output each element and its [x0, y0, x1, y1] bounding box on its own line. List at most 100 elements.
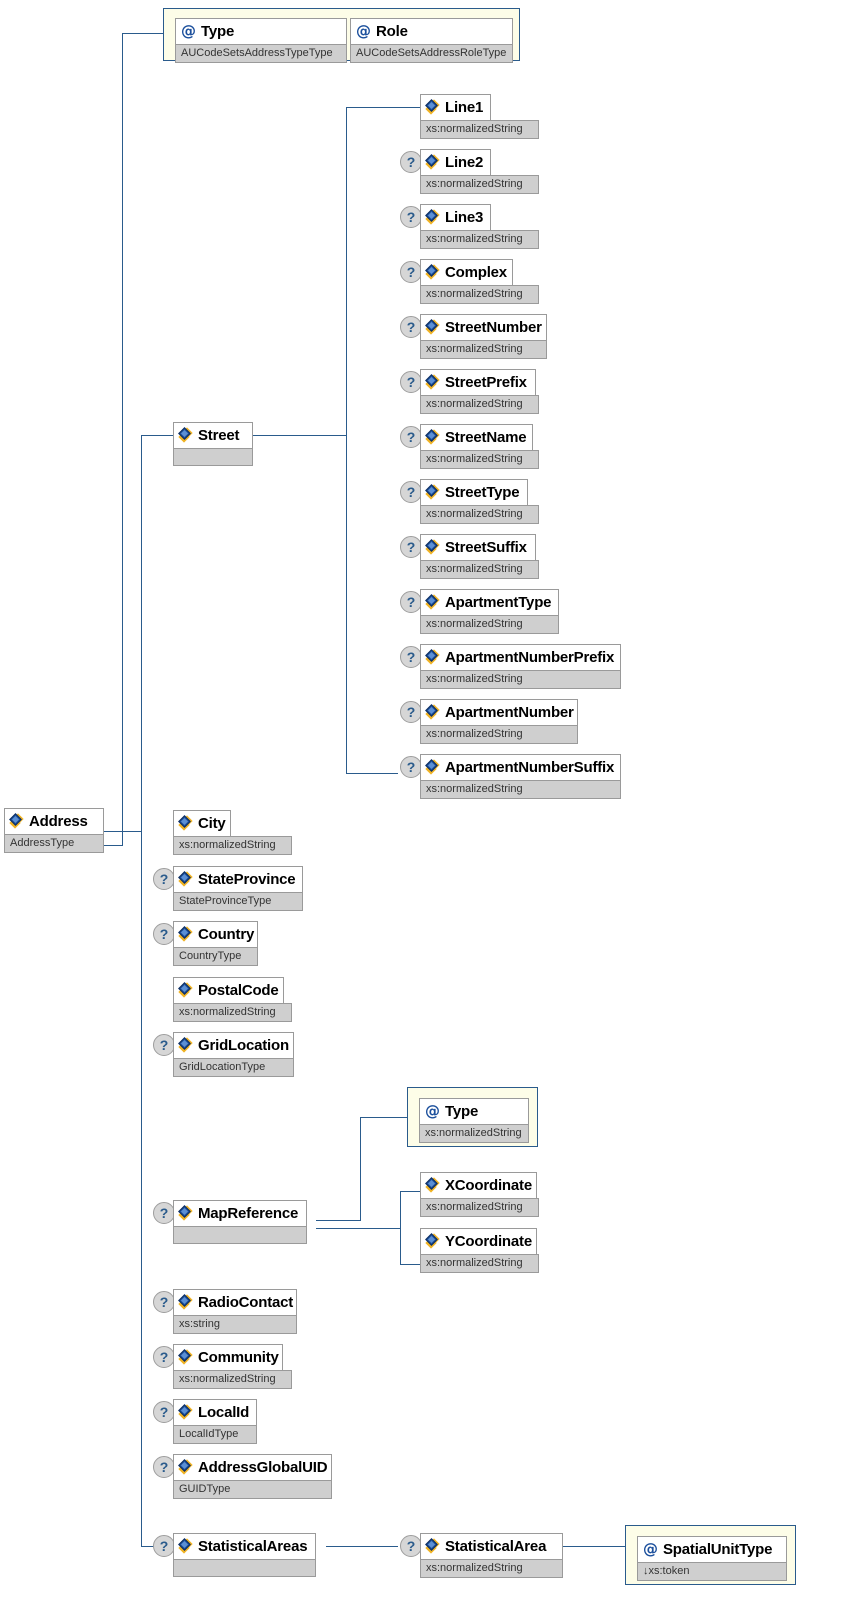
attribute-node-role[interactable]: @ Role AUCodeSetsAddressRoleType — [350, 18, 513, 63]
element-name-bar: Country — [173, 921, 258, 947]
element-icon — [178, 1459, 194, 1475]
connector-line — [360, 1117, 361, 1221]
element-name-bar: ApartmentNumberPrefix — [420, 644, 621, 670]
element-name-bar: StateProvince — [173, 866, 303, 892]
optional-marker: ? — [153, 1291, 175, 1313]
element-icon — [178, 427, 194, 443]
connector-line — [346, 107, 420, 108]
element-label: AddressGlobalUID — [198, 1458, 328, 1476]
connector-line — [104, 831, 142, 832]
element-label: StatisticalArea — [445, 1537, 547, 1555]
element-name-bar: AddressGlobalUID — [173, 1454, 332, 1480]
attribute-label: Role — [376, 22, 408, 40]
element-type-bar: xs:normalizedString — [420, 340, 547, 359]
element-icon — [425, 154, 441, 170]
element-icon — [178, 1538, 194, 1554]
element-icon — [425, 1233, 441, 1249]
element-icon — [425, 264, 441, 280]
element-node-statisticalareas[interactable]: StatisticalAreas — [173, 1533, 316, 1577]
optional-marker: ? — [153, 1401, 175, 1423]
optional-marker: ? — [153, 1535, 175, 1557]
element-node-postalcode[interactable]: PostalCode xs:normalizedString — [173, 977, 292, 1022]
element-icon — [425, 1177, 441, 1193]
element-node-apartmentnumber[interactable]: ApartmentNumber xs:normalizedString — [420, 699, 578, 744]
element-label: ApartmentNumber — [445, 703, 574, 721]
element-node-address[interactable]: Address AddressType — [4, 808, 104, 853]
element-label: StreetPrefix — [445, 373, 527, 391]
element-icon — [425, 1538, 441, 1554]
element-icon — [425, 484, 441, 500]
element-name-bar: RadioContact — [173, 1289, 297, 1315]
optional-marker: ? — [400, 756, 422, 778]
element-type-bar — [173, 1226, 307, 1244]
connector-line — [122, 33, 123, 846]
attribute-node-type[interactable]: @ Type AUCodeSetsAddressTypeType — [175, 18, 347, 63]
connector-line — [141, 435, 173, 436]
element-icon — [425, 704, 441, 720]
attribute-node-type[interactable]: @ Type xs:normalizedString — [419, 1098, 529, 1143]
element-icon — [425, 374, 441, 390]
element-type-bar: LocalIdType — [173, 1425, 257, 1444]
element-type-bar: xs:normalizedString — [173, 1003, 292, 1022]
element-type-bar — [173, 1559, 316, 1577]
element-name-bar: StreetPrefix — [420, 369, 536, 395]
element-type-bar: CountryType — [173, 947, 258, 966]
mapreference-attribute-group: @ Type xs:normalizedString — [407, 1087, 538, 1147]
element-label: Complex — [445, 263, 507, 281]
element-node-statisticalarea[interactable]: StatisticalArea xs:normalizedString — [420, 1533, 563, 1578]
element-type-bar: xs:normalizedString — [420, 670, 621, 689]
element-label: Address — [29, 812, 88, 830]
element-label: PostalCode — [198, 981, 279, 999]
attribute-node-spatialunittype[interactable]: @ SpatialUnitType ↓xs:token — [637, 1536, 787, 1581]
element-name-bar: YCoordinate — [420, 1228, 537, 1254]
element-icon — [425, 759, 441, 775]
element-type-bar: xs:normalizedString — [420, 450, 539, 469]
optional-marker: ? — [400, 426, 422, 448]
connector-line — [563, 1546, 625, 1547]
element-type-bar: AddressType — [4, 834, 104, 853]
element-type-bar: xs:normalizedString — [420, 120, 539, 139]
element-name-bar: Community — [173, 1344, 283, 1370]
element-label: LocalId — [198, 1403, 250, 1421]
element-type-bar: xs:normalizedString — [420, 725, 578, 744]
element-icon — [178, 871, 194, 887]
optional-marker: ? — [153, 1034, 175, 1056]
element-icon — [425, 209, 441, 225]
element-name-bar: StreetSuffix — [420, 534, 536, 560]
at-sign-icon: @ — [181, 21, 196, 40]
connector-line — [316, 1220, 360, 1221]
element-icon — [425, 539, 441, 555]
element-node-street[interactable]: Street — [173, 422, 253, 466]
element-type-bar: xs:normalizedString — [420, 505, 539, 524]
element-type-bar: xs:normalizedString — [173, 836, 292, 855]
element-icon — [178, 815, 194, 831]
element-type-bar: xs:normalizedString — [420, 560, 539, 579]
element-label: YCoordinate — [445, 1232, 532, 1250]
connector-line — [122, 33, 163, 34]
element-node-mapreference[interactable]: MapReference — [173, 1200, 307, 1244]
optional-marker: ? — [153, 1202, 175, 1224]
element-name-bar: Street — [173, 422, 253, 448]
